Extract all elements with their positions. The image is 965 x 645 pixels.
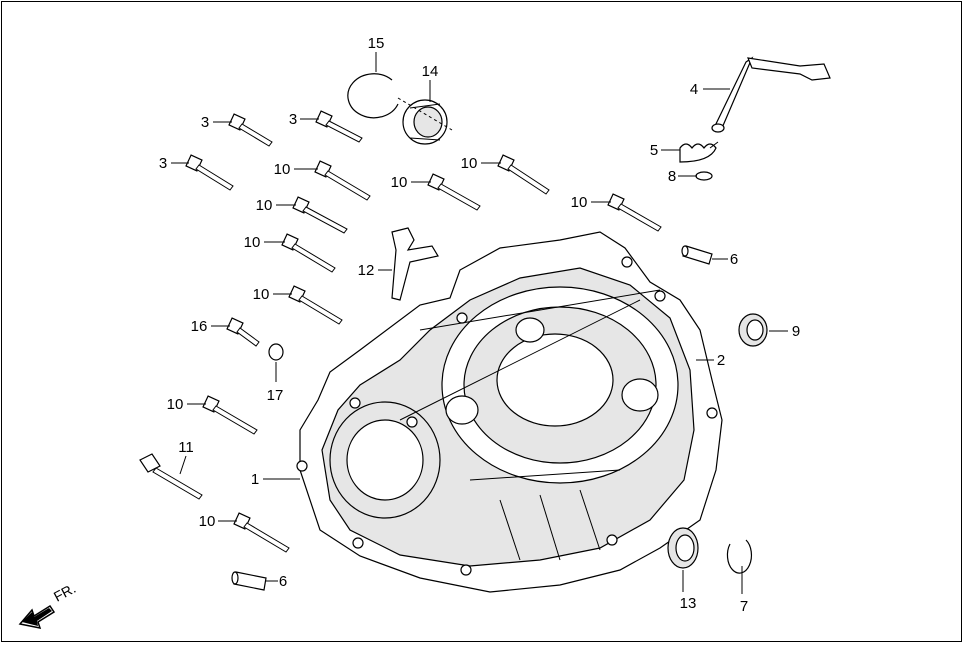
bolt-10e [607,193,662,232]
callout-4: 4 [690,81,698,98]
bolt-10b [427,173,481,211]
crankcase-cover [296,231,723,593]
callout-10-c: 10 [461,155,478,172]
callout-10-a: 10 [274,161,291,178]
bolt-10i [233,512,290,553]
callout-11: 11 [178,439,194,456]
bolt-10g [288,285,343,325]
circlip-15 [347,73,399,119]
callout-2: 2 [717,352,725,369]
callout-9: 9 [792,323,800,340]
bolt-3b [315,110,363,143]
callout-3-b: 3 [289,111,297,128]
circlip-7 [726,539,753,574]
callout-10-h: 10 [167,396,184,413]
bolts [139,110,662,553]
callout-labels: 15 14 4 3 3 3 10 10 10 10 10 10 10 10 10… [159,35,800,615]
bolt-10f [281,233,336,273]
callout-10-i: 10 [199,513,216,530]
bolt-10a [314,160,371,201]
oil-seal-9 [738,313,768,347]
bracket-12 [391,227,439,301]
callout-3-c: 3 [159,155,167,172]
bolt-10d [292,196,348,234]
bearing-14 [397,97,453,145]
callout-10-e: 10 [571,194,588,211]
callout-8: 8 [668,168,676,185]
callout-15: 15 [368,35,385,52]
dowel-6a [681,245,713,265]
callout-1: 1 [251,471,259,488]
bolt-16 [226,317,260,347]
spring-5 [679,141,719,163]
front-arrow-fill [22,608,52,626]
callout-6-b: 6 [279,573,287,590]
front-direction-indicator: FR. [18,580,78,629]
shift-shaft-4 [711,56,831,133]
callout-10-g: 10 [253,286,270,303]
callout-12: 12 [358,262,375,279]
oil-seal-13 [667,527,699,569]
washer-17 [268,343,284,361]
callout-13: 13 [680,595,697,612]
callout-17: 17 [267,387,284,404]
bolt-10c [497,154,550,195]
callout-5: 5 [650,142,658,159]
callout-10-d: 10 [256,197,273,214]
callout-6-a: 6 [730,251,738,268]
callout-16: 16 [191,318,208,335]
dowel-6b [231,571,267,591]
callout-7: 7 [740,598,748,615]
callout-3-a: 3 [201,114,209,131]
leader-lines [171,52,788,594]
bolt-10h [202,395,258,435]
front-direction-label: FR. [51,580,78,605]
callout-10-b: 10 [391,174,408,191]
callout-10-f: 10 [244,234,261,251]
bolt-3c [185,154,234,191]
bolt-3a [228,113,273,147]
washer-8 [695,171,713,181]
callout-14: 14 [422,63,439,80]
bolt-11 [139,453,203,500]
